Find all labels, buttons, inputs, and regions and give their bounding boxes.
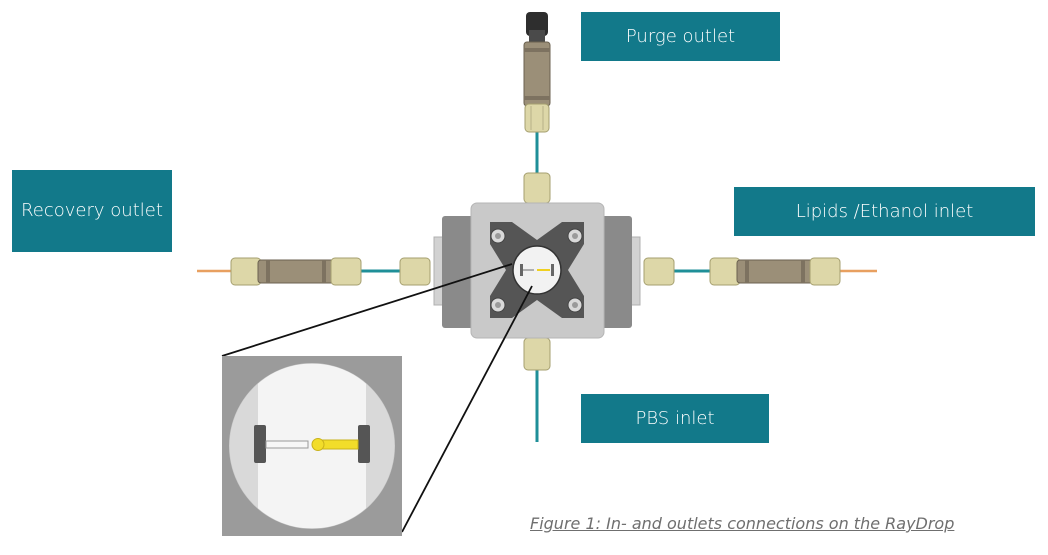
- recovery-fitting-icon: [230, 257, 262, 286]
- lipids-ethanol-inlet-label: Lipids /Ethanol inlet: [734, 187, 1035, 236]
- top-port-fitting-icon: [523, 172, 551, 204]
- right-port-fitting-icon: [643, 257, 675, 286]
- purge-outlet-label: Purge outlet: [581, 12, 780, 61]
- left-port-fitting-icon: [399, 257, 431, 286]
- recovery-fitting-2-icon: [330, 257, 362, 286]
- magnified-view-icon: [222, 356, 402, 536]
- tubing: [197, 132, 877, 442]
- purge-fitting-icon: [524, 103, 550, 133]
- purge-outlet-assembly: [523, 12, 551, 133]
- zoom-line-top: [221, 263, 513, 357]
- recovery-outlet-label: Recovery outlet: [12, 170, 172, 252]
- raydrop-chip-icon: [433, 202, 641, 339]
- lipids-fitting-2-icon: [809, 257, 841, 286]
- recovery-outlet-assembly: [230, 257, 431, 286]
- lipids-fitting-icon: [709, 257, 741, 286]
- pbs-inlet-label: PBS inlet: [581, 394, 769, 443]
- bottom-port-fitting-icon: [523, 337, 551, 371]
- figure-caption: Figure 1: In- and outlets connections on…: [530, 514, 955, 533]
- lipids-inlet-assembly: [643, 257, 841, 286]
- zoom-line-bottom: [401, 285, 533, 533]
